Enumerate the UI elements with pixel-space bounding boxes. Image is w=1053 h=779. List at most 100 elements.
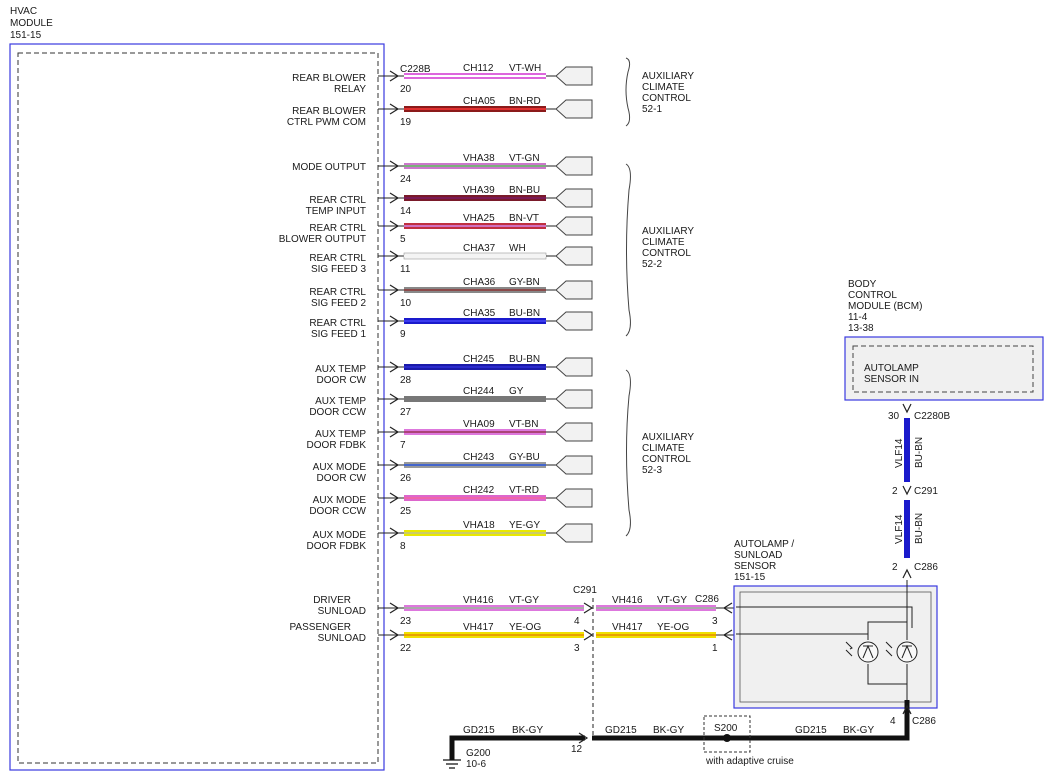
- ground-color-2: BK-GY: [653, 725, 684, 736]
- hvac-title-3: 151-15: [10, 30, 42, 41]
- aux1-brace: [625, 57, 631, 127]
- circuit-label-12: CH243: [463, 452, 495, 463]
- sunload-c291-arrow-1: [583, 602, 594, 614]
- circuit-label-5: VHA25: [463, 213, 495, 224]
- aux2-line4: 52-2: [642, 259, 662, 270]
- circuit-label-10: CH244: [463, 386, 495, 397]
- ground-pin: 12: [571, 744, 583, 755]
- bcm-link-c286-pin: 2: [892, 562, 898, 573]
- sunload-arrow-2: [389, 629, 400, 641]
- pin-number-5: 5: [400, 234, 406, 245]
- connector-terminal-6: [555, 246, 593, 266]
- pin-number-1: 20: [400, 84, 412, 95]
- bcm-link-arrow-2: [902, 485, 912, 496]
- pin-arrow-10: [389, 393, 400, 405]
- wire-stripe-4: [404, 197, 546, 199]
- bcm-link-color-2: BU-BN: [914, 513, 925, 544]
- signal-label-10: AUX TEMP: [315, 396, 366, 407]
- aux2-line2: CLIMATE: [642, 237, 685, 248]
- ground-g200-page: 10-6: [466, 759, 486, 770]
- sunload-circuit-2: VH417: [463, 622, 494, 633]
- circuit-label-9: CH245: [463, 354, 495, 365]
- aux3-brace: [625, 369, 631, 537]
- color-code-14: YE-GY: [509, 520, 540, 531]
- signal-label-1: REAR BLOWER: [292, 73, 366, 84]
- pin-arrow-2: [389, 103, 400, 115]
- signal-label-10-line2: DOOR CCW: [309, 407, 366, 418]
- signal-label-13: AUX MODE: [313, 495, 367, 506]
- aux1-line1: AUXILIARY: [642, 71, 694, 82]
- wire-stripe-7: [404, 289, 546, 291]
- circuit-label-6: CHA37: [463, 243, 496, 254]
- sensor-line3: SENSOR: [734, 561, 776, 572]
- signal-label-2: REAR BLOWER: [292, 106, 366, 117]
- ground-c286-label: C286: [912, 716, 936, 727]
- pin-arrow-7: [389, 284, 400, 296]
- sunload-signal-1: DRIVER: [313, 595, 351, 606]
- sensor-inner: [739, 591, 932, 703]
- pin-arrow-14: [389, 527, 400, 539]
- c291-label: C291: [573, 585, 597, 596]
- signal-label-14-line2: DOOR FDBK: [307, 541, 367, 552]
- splice-s200-box: [703, 715, 751, 753]
- sensor-line2: SUNLOAD: [734, 550, 782, 561]
- pin-arrow-13: [389, 492, 400, 504]
- pin-arrow-12: [389, 459, 400, 471]
- sunload-c291-pin-2: 3: [574, 643, 580, 654]
- pin-number-9: 28: [400, 375, 412, 386]
- photodiode-1-symbol: [862, 644, 874, 659]
- sunload-stripe-b-2: [596, 634, 716, 636]
- pin-number-8: 9: [400, 329, 406, 340]
- signal-label-7: REAR CTRL: [309, 287, 366, 298]
- connector-c228b-label: C228B: [400, 64, 431, 75]
- connector-terminal-3: [555, 156, 593, 176]
- aux3-line4: 52-3: [642, 465, 662, 476]
- aux3-line1: AUXILIARY: [642, 432, 694, 443]
- pin-number-2: 19: [400, 117, 412, 128]
- sunload-c291-pin-1: 4: [574, 616, 580, 627]
- pin-number-14: 8: [400, 541, 406, 552]
- bcm-link-c286-label: C286: [914, 562, 938, 573]
- signal-label-12: AUX MODE: [313, 462, 367, 473]
- sunload-circuit2-1: VH416: [612, 595, 643, 606]
- circuit-label-2: CHA05: [463, 96, 496, 107]
- signal-label-5-line2: BLOWER OUTPUT: [279, 234, 366, 245]
- wire-stripe-12: [404, 464, 546, 466]
- pin-number-4: 14: [400, 206, 412, 217]
- bcm-link-color-1: BU-BN: [914, 437, 925, 468]
- color-code-2: BN-RD: [509, 96, 541, 107]
- color-code-3: VT-GN: [509, 153, 540, 164]
- pin-arrow-1: [389, 70, 400, 82]
- wire-stripe-5: [404, 225, 546, 227]
- ground-connector-arrow: [578, 732, 589, 744]
- sunload-signal-2: PASSENGER: [290, 622, 352, 633]
- bcm-connector-label: C2280B: [914, 411, 950, 422]
- color-code-6: WH: [509, 243, 526, 254]
- color-code-11: VT-BN: [509, 419, 538, 430]
- signal-label-9: AUX TEMP: [315, 364, 366, 375]
- sunload-pin-hvac-1: 23: [400, 616, 412, 627]
- bcm-link-c291-label: C291: [914, 486, 938, 497]
- bcm-sensor-link: 30 C2280B VLF14 BU-BN 2 C291 VLF14 BU-BN…: [888, 403, 950, 579]
- circuit-label-11: VHA09: [463, 419, 495, 430]
- circuit-label-4: VHA39: [463, 185, 495, 196]
- ground-circuit-1: GD215: [463, 725, 495, 736]
- aux1-line2: CLIMATE: [642, 82, 685, 93]
- connector-terminal-5: [555, 216, 593, 236]
- aux1-line3: CONTROL: [642, 93, 691, 104]
- light-rays-icon: [845, 641, 893, 657]
- hvac-title-2: MODULE: [10, 18, 53, 29]
- c286-ground-arrow: [902, 704, 912, 715]
- bcm-module-box: [844, 336, 1044, 401]
- connector-terminal-4: [555, 188, 593, 208]
- pin-number-7: 10: [400, 298, 412, 309]
- wire-stripe-10: [404, 398, 546, 400]
- circuit-label-1: CH112: [463, 63, 494, 74]
- bcm-link-wire-1: [904, 418, 910, 482]
- pin-arrow-9: [389, 361, 400, 373]
- sunload-circuit-1: VH416: [463, 595, 494, 606]
- aux2-brace: [625, 163, 631, 337]
- aux3-line3: CONTROL: [642, 454, 691, 465]
- ground-g200-label: G200: [466, 748, 491, 759]
- sunload-color-2: YE-OG: [509, 622, 541, 633]
